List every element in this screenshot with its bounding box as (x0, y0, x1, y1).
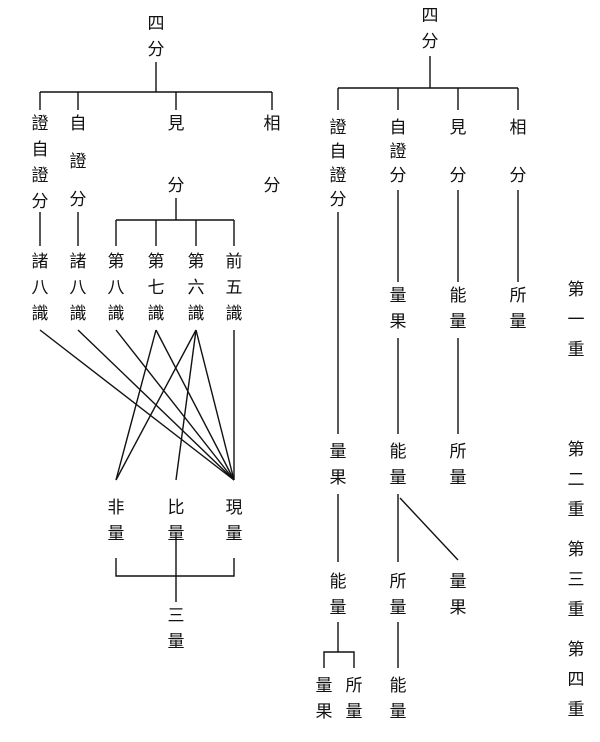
row4-label: 第四重 (568, 640, 585, 720)
row2-label: 第二重 (568, 440, 585, 520)
right-jian-label: 見分 (450, 118, 467, 186)
left-jian-label: 見分 (168, 114, 185, 196)
left-line-di6-xian (195, 329, 235, 481)
right-zi-label: 自證分 (390, 118, 407, 186)
right-root-label: 四分 (422, 6, 439, 52)
row1-label: 第一重 (568, 280, 585, 360)
right-zheng-label: 證自證分 (330, 118, 347, 210)
left-zi-label: 自證分 (70, 114, 87, 210)
row-labels: 第一重 第二重 第三重 第四重 (568, 280, 585, 720)
left-di8-label: 第八識 (108, 252, 125, 324)
left-qian5-label: 前五識 (226, 252, 243, 324)
left-line-di7-xian (155, 329, 235, 481)
row3-label: 第三重 (568, 540, 585, 620)
left-san-label: 三量 (168, 606, 185, 652)
r4-zi-nengliang: 能量 (390, 676, 407, 722)
r2-jian-suoliang: 所量 (450, 442, 467, 488)
left-root-label: 四分 (148, 14, 165, 60)
r3-zi-suoliang: 所量 (390, 572, 407, 618)
left-line-di8-xian (115, 329, 235, 481)
left-line-di7-fei (115, 329, 157, 481)
right-zheng-bracket (323, 651, 355, 668)
left-xiang-label: 相分 (264, 114, 281, 196)
left-line-di6-fei (115, 329, 197, 481)
left-zhu-b-label: 諸八識 (70, 252, 87, 324)
r3-liangguo: 量果 (450, 572, 467, 618)
r4-suoliang: 所量 (346, 676, 363, 722)
right-zi-diagonal (399, 497, 459, 561)
left-tree: 四分 證自證分 自證分 見分 相分 諸八識 諸八識 第八識 第七識 第六識 前五… (32, 14, 281, 652)
left-bi-label: 比量 (168, 498, 185, 544)
left-di6-label: 第六識 (188, 252, 205, 324)
r1-xiang-suoliang: 所量 (510, 286, 527, 332)
r3-zheng-nengliang: 能量 (330, 572, 347, 618)
left-zhu-a-label: 諸八識 (32, 252, 49, 324)
right-tree: 四分 證自證分 自證分 見分 相分 量果 能量 所量 量果 能量 所量 能量 所… (316, 6, 527, 722)
r2-zi-nengliang: 能量 (390, 442, 407, 488)
left-bottom-bracket (115, 558, 235, 577)
left-xian-label: 現量 (226, 498, 243, 544)
left-fei-label: 非量 (108, 498, 125, 544)
right-xiang-label: 相分 (510, 118, 527, 186)
r2-zheng-liangguo: 量果 (330, 442, 347, 488)
r1-jian-nengliang: 能量 (450, 286, 467, 332)
left-line-di6-bi (175, 329, 197, 481)
r4-liangguo: 量果 (316, 676, 333, 722)
left-di7-label: 第七識 (148, 252, 165, 324)
r1-zi-liangguo: 量果 (390, 286, 407, 332)
left-line-zhu-a-xian (39, 329, 235, 481)
left-zheng-label: 證自證分 (32, 114, 49, 212)
